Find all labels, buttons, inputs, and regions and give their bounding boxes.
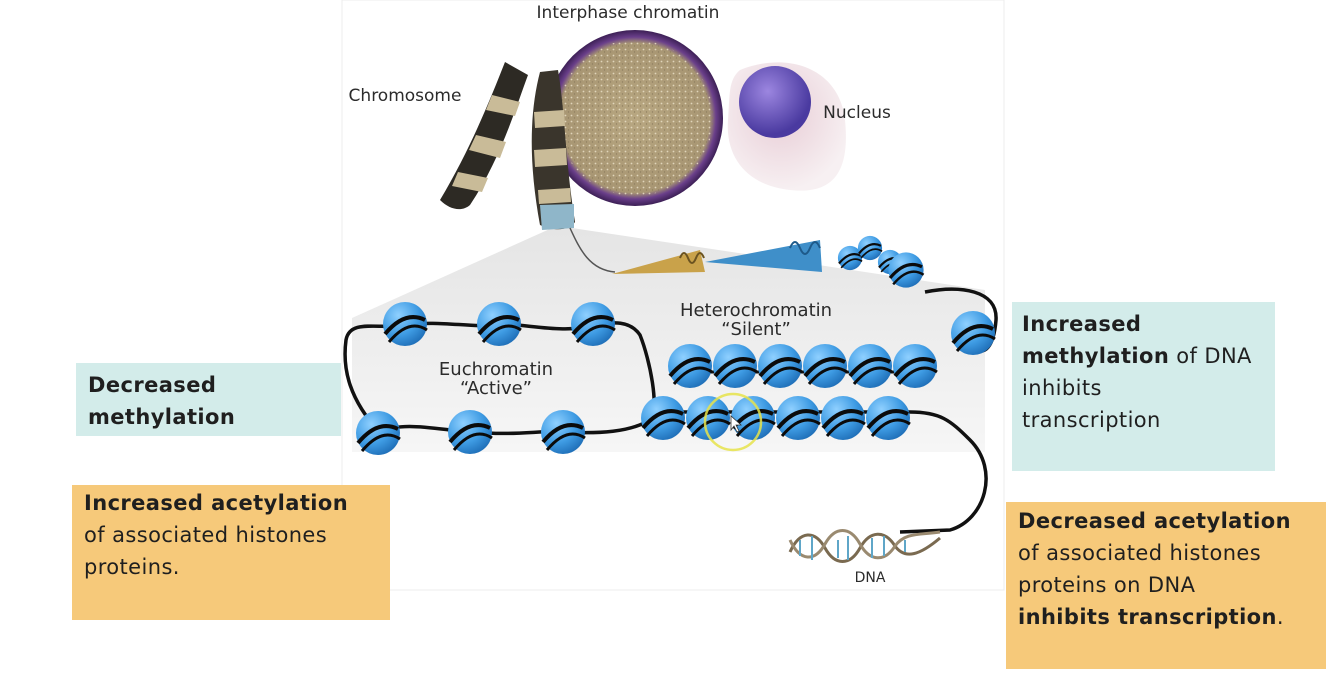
- nucleosome: [846, 342, 894, 390]
- increased-acetylation-bold1: Increased acetylation: [84, 491, 349, 515]
- decreased-acetylation-bold1: Decreased acetylation: [1018, 509, 1291, 533]
- increased-methylation-line4: transcription: [1022, 408, 1161, 432]
- label-nucleus: Nucleus: [823, 103, 891, 123]
- nucleus: [739, 66, 811, 138]
- increased-methylation-line3: inhibits: [1022, 376, 1102, 400]
- label-dna: DNA: [855, 570, 886, 586]
- dna-helix: [788, 529, 941, 563]
- decreased-methylation-line1: Decreased: [88, 373, 217, 397]
- chromosome: [440, 62, 575, 230]
- nucleosome: [446, 408, 494, 456]
- nucleosome: [666, 342, 714, 390]
- increased-methylation-text2: of DNA: [1169, 344, 1252, 368]
- increased-methylation-bold2: methylation: [1022, 344, 1170, 368]
- decreased-acetylation-line2: of associated histones: [1018, 541, 1262, 565]
- increased-acetylation-box: Increased acetylation of associated hist…: [72, 485, 390, 620]
- nucleosome: [891, 342, 939, 390]
- label-heterochromatin: Heterochromatin: [680, 300, 832, 321]
- nucleosome: [819, 394, 867, 442]
- increased-methylation-bold1: Increased: [1022, 312, 1142, 336]
- increased-acetylation-line2: of associated histones: [84, 523, 328, 547]
- coiled-fiber-blue: [705, 240, 822, 272]
- label-interphase-chromatin: Interphase chromatin: [537, 3, 720, 23]
- nucleosome: [354, 409, 402, 457]
- nucleosome: [569, 300, 617, 348]
- nucleosome: [864, 394, 912, 442]
- decreased-methylation-line2: methylation: [88, 405, 236, 429]
- increased-acetylation-line3: proteins.: [84, 555, 180, 579]
- cursor-highlight: [703, 392, 763, 452]
- zoom-funnel: [352, 228, 985, 452]
- nucleosome: [949, 309, 997, 357]
- nucleosome: [539, 408, 587, 456]
- nucleosome: [711, 342, 759, 390]
- increased-methylation-box: Increased methylation of DNA inhibits tr…: [1012, 302, 1275, 471]
- label-euchromatin: Euchromatin: [439, 359, 553, 380]
- nucleosome: [639, 394, 687, 442]
- decreased-acetylation-bold4: inhibits transcription: [1018, 605, 1277, 629]
- decreased-acetylation-punct4: .: [1276, 605, 1284, 629]
- decreased-methylation-box: Decreased methylation: [76, 363, 341, 436]
- nucleosome: [475, 300, 523, 348]
- cursor-icon: [730, 415, 743, 433]
- decreased-acetylation-line3: proteins on DNA: [1018, 573, 1196, 597]
- label-chromosome: Chromosome: [349, 86, 462, 106]
- nucleosome: [756, 342, 804, 390]
- label-active: “Active”: [460, 378, 532, 399]
- label-silent: “Silent”: [721, 319, 791, 340]
- nucleosome: [774, 394, 822, 442]
- nucleosome: [801, 342, 849, 390]
- nucleosome: [381, 300, 429, 348]
- decreased-acetylation-box: Decreased acetylation of associated hist…: [1006, 502, 1326, 669]
